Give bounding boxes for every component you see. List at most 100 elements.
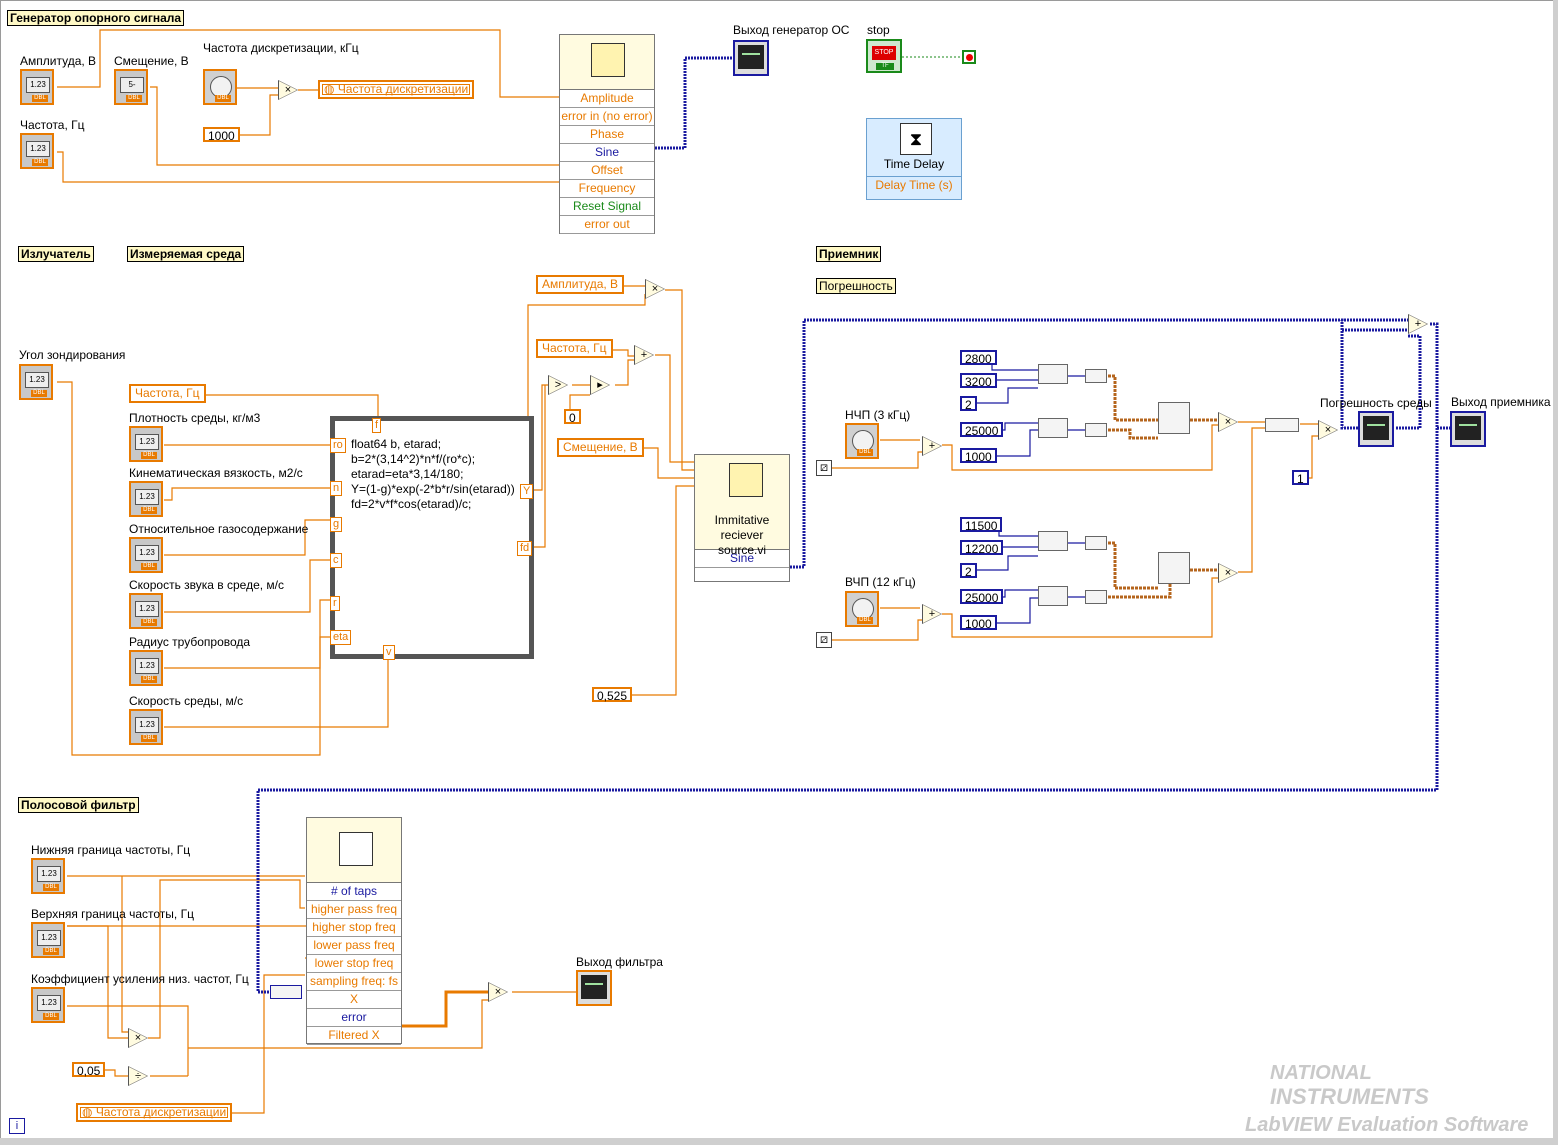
lf-filter-express-icon[interactable] [1158,402,1190,434]
row-lower-pass[interactable]: lower pass freq [307,937,401,955]
bundle-node[interactable] [1038,531,1068,551]
bundle-node[interactable] [1038,364,1068,384]
generator-output-graph[interactable] [733,40,769,76]
merge-signals-node[interactable] [1265,418,1299,432]
hf-const-25000[interactable]: 25000 [960,589,1004,605]
const-0[interactable]: 0 [564,409,581,425]
info-icon[interactable]: i [9,1118,25,1134]
hf-const-1000[interactable]: 1000 [960,615,997,631]
bundle-node[interactable] [1038,418,1068,438]
lf-const-2800[interactable]: 2800 [960,350,997,366]
row-offset[interactable]: Offset [560,162,654,180]
add-node-hf[interactable]: + [922,604,942,624]
convert-node[interactable] [1085,369,1107,383]
row-sampling-freq[interactable]: sampling freq: fs [307,973,401,991]
simulate-signal-node[interactable]: Amplitude error in (no error) Phase Sine… [559,34,655,234]
formula-node[interactable]: float64 b, etarad; b=2*(3,14^2)*n*f/(ro*… [330,416,534,659]
formula-code[interactable]: float64 b, etarad; b=2*(3,14^2)*n*f/(ro*… [351,437,515,511]
row-error-in[interactable]: error in (no error) [560,108,654,126]
filter-output-graph[interactable] [576,970,612,1006]
scrollbar-right[interactable] [1553,0,1558,1145]
const-1000[interactable]: 1000 [203,127,240,143]
add-node-freq[interactable]: + [634,345,654,365]
error-graph[interactable] [1358,411,1394,447]
row-sine[interactable]: Sine [560,144,654,162]
const-005[interactable]: 0,05 [72,1062,106,1078]
compare-symbol: > [554,379,562,391]
to-dbl-node[interactable] [270,985,302,999]
row-lower-stop[interactable]: lower stop freq [307,955,401,973]
lf-const-2[interactable]: 2 [960,396,977,412]
multiply-node-hf[interactable]: × [1218,563,1238,583]
lf-const-3200[interactable]: 3200 [960,373,997,389]
const-1[interactable]: 1 [1292,470,1309,486]
hf-const-2[interactable]: 2 [960,563,977,579]
hf-knob[interactable]: DBL [845,591,879,627]
imitative-receiver-node[interactable]: Immitative reciever source.vi Sine [694,454,790,582]
row-num-taps[interactable]: # of taps [307,883,401,901]
multiply-node[interactable]: × [278,80,298,100]
row-filtered-x[interactable]: Filtered X [307,1027,401,1045]
add-node-error[interactable]: + [1408,314,1428,334]
multiply-node-amp[interactable]: × [645,279,665,299]
row-error-out[interactable]: error out [560,216,654,234]
row-reset-signal[interactable]: Reset Signal [560,198,654,216]
divide-node-filter[interactable]: ÷ [128,1066,148,1086]
convert-node[interactable] [1085,590,1107,604]
scrollbar-bottom[interactable] [0,1138,1558,1145]
hf-filter-express-icon[interactable] [1158,552,1190,584]
hf-const-11500[interactable]: 11500 [960,517,1003,533]
local-var-amplitude[interactable]: Амплитуда, В [536,275,625,294]
row-higher-stop[interactable]: higher stop freq [307,919,401,937]
row-sine-out[interactable]: Sine [695,550,789,568]
local-var-sample-rate-filter[interactable]: ◍ Частота дискретизации [76,1103,233,1122]
bandpass-filter-node[interactable]: # of taps higher pass freq higher stop f… [306,817,402,1045]
row-x[interactable]: X [307,991,401,1009]
row-amplitude[interactable]: Amplitude [560,90,654,108]
lf-const-25000[interactable]: 25000 [960,422,1004,438]
local-var-offset[interactable]: Смещение, В [557,438,644,457]
select-node[interactable]: ▸ [590,375,610,395]
multiply-node-filter-out[interactable]: × [488,982,508,1002]
wire [228,974,305,1114]
row-frequency[interactable]: Frequency [560,180,654,198]
compare-node[interactable]: > [548,375,568,395]
lf-knob[interactable]: DBL [845,423,879,459]
receiver-output-graph[interactable] [1450,411,1486,447]
time-delay-node[interactable]: ⧗ Time Delay Delay Time (s) [866,118,962,200]
add-node-lf[interactable]: + [922,436,942,456]
const-0525[interactable]: 0,525 [592,687,633,703]
local-var-frequency-2[interactable]: Частота, Гц [536,339,613,358]
multiply-node-out[interactable]: × [1318,420,1338,440]
convert-node[interactable] [1085,536,1107,550]
row-error[interactable]: error [307,1009,401,1027]
lf-const-1000[interactable]: 1000 [960,448,997,464]
sample-rate-knob[interactable]: DBL [203,69,237,105]
random-dice-icon[interactable]: ⚂ [816,460,832,476]
hf-const-12200[interactable]: 12200 [960,540,1004,556]
multiply-node-lf[interactable]: × [1218,412,1238,432]
local-var-frequency[interactable]: Частота, Гц [129,384,206,403]
bundle-node[interactable] [1038,586,1068,606]
random-dice-icon[interactable]: ⚂ [816,632,832,648]
wire [942,577,1218,638]
convert-node[interactable] [1085,423,1107,437]
multiply-node-filter[interactable]: × [128,1028,148,1048]
offset-slider-control[interactable]: 5-DBL [114,69,148,105]
row-phase[interactable]: Phase [560,126,654,144]
local-var-sample-rate[interactable]: ◍ Частота дискретизации [318,80,475,99]
row-higher-pass[interactable]: higher pass freq [307,901,401,919]
